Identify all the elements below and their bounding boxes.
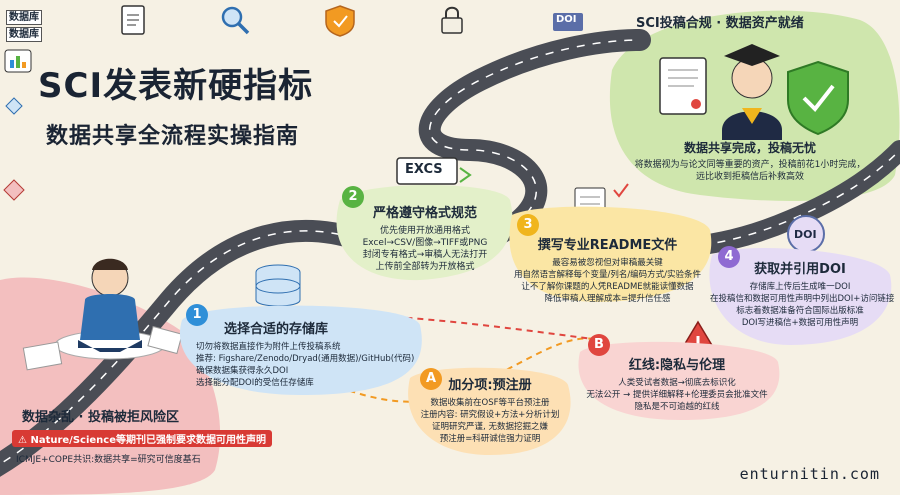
- success-heading: SCI投稿合规 · 数据资产就绪: [636, 16, 804, 31]
- doi-icon: [553, 13, 583, 31]
- card-bg-step2: [336, 185, 513, 281]
- stepA-line: 数据收集前在OSF等平台预注册: [430, 398, 550, 408]
- certificate-icon: [659, 57, 707, 115]
- search-icon: [221, 6, 250, 35]
- step1-card: 选择合适的存储库 切勿将数据直接作为附件上传投稿系统 推荐: Figshare/…: [196, 322, 416, 389]
- consensus-note: ICMJE+COPE共识:数据共享=研究可信度基石: [16, 455, 201, 465]
- graduate-figure: [722, 44, 782, 140]
- step3-line: 让不了解你课题的人凭README就能读懂数据: [521, 282, 694, 292]
- stepB-heading: 红线:隐私与伦理: [628, 358, 726, 373]
- step4-card: 获取并引用DOI 存储库上传后生成唯一DOI 在投稿信和数据可用性声明中列出DO…: [710, 262, 895, 329]
- step4-line: DOI写进稿信+数据可用性声明: [741, 318, 859, 328]
- excs-file-icon: [396, 157, 458, 185]
- step1-line: 切勿将数据直接作为附件上传投稿系统: [196, 342, 341, 352]
- step4-line: 存储库上传后生成唯一DOI: [749, 282, 851, 292]
- card-bg-step1: [179, 305, 422, 395]
- database-sticker: 数据库: [6, 10, 42, 25]
- risk-heading: 数据杂乱 · 投稿被拒风险区: [22, 410, 179, 425]
- step-number-2: 2: [342, 186, 364, 208]
- lock-icon: [441, 6, 463, 34]
- doi-badge-label: DOI: [794, 228, 817, 241]
- diamond-icon: [3, 179, 25, 201]
- step1-line: 确保数据集获得永久DOI: [196, 366, 289, 376]
- step3-card: 撰写专业README文件 最容易被忽视但对审稿最关键 用自然语言解释每个变量/列…: [510, 238, 705, 305]
- step3-line: 最容易被忽视但对审稿最关键: [552, 258, 663, 268]
- card-bg-step4: [709, 247, 892, 345]
- stepB-card: 红线:隐私与伦理 人类受试者数据→彻底去标识化 无法公开 → 提供详细解释+伦理…: [582, 358, 772, 413]
- diamond-icon: [5, 97, 23, 115]
- excs-icon-label: EXCS: [405, 162, 443, 177]
- warning-text: Nature/Science等期刊已强制要求数据可用性声明: [30, 435, 267, 446]
- step2-heading: 严格遵守格式规范: [372, 206, 477, 221]
- step-number-A: A: [420, 368, 442, 390]
- doi-icon-label: DOI: [556, 14, 577, 25]
- step2-card: 严格遵守格式规范 优先使用开放通用格式 Excel→CSV/图像→TIFF或PN…: [350, 206, 500, 273]
- step1-line: 选择能分配DOI的受信任存储库: [196, 378, 314, 388]
- stepB-line: 无法公开 → 提供详细解释+伦理委员会批准文件: [586, 390, 768, 400]
- stepA-heading: 加分项:预注册: [448, 378, 532, 393]
- card-bg-step3: [509, 206, 712, 302]
- chart-badge-icon: [4, 49, 32, 73]
- brand-watermark: enturnitin.com: [739, 465, 880, 483]
- step-number-3: 3: [517, 214, 539, 236]
- step3-line: 降低审稿人理解成本=提升信任感: [544, 294, 671, 304]
- page-subtitle: 数据共享全流程实操指南: [46, 124, 300, 149]
- warning-icon: ⚠: [18, 435, 31, 446]
- shield-icon: [325, 5, 355, 37]
- step1-line: 推荐: Figshare/Zenodo/Dryad(通用数据)/GitHub(代…: [196, 354, 415, 364]
- success-subheading: 数据共享完成，投稿无忧: [683, 141, 816, 155]
- step4-heading: 获取并引用DOI: [754, 262, 846, 277]
- success-line: 将数据视为与论文同等重要的资产，投稿前花1小时完成，: [634, 160, 866, 170]
- stepA-card: 加分项:预注册 数据收集前在OSF等平台预注册 注册内容: 研究假设+方法+分析…: [410, 378, 570, 445]
- success-card: 数据共享完成，投稿无忧 将数据视为与论文同等重要的资产，投稿前花1小时完成， 远…: [630, 140, 870, 183]
- step4-line: 标志着数据准备符合国际出版标准: [736, 306, 864, 316]
- database-sticker-stack: 数据库 数据库: [6, 10, 42, 44]
- step-number-4: 4: [718, 246, 740, 268]
- stepB-line: 人类受试者数据→彻底去标识化: [618, 378, 736, 388]
- stepA-line: 注册内容: 研究假设+方法+分析计划: [420, 410, 560, 420]
- success-line: 远比收到拒稿信后补救高效: [695, 172, 804, 182]
- road-center-line: [0, 39, 641, 465]
- page-title: SCI发表新硬指标: [38, 66, 314, 106]
- step2-line: 封闭专有格式→审稿人无法打开: [362, 250, 488, 260]
- card-bg-stepA: [408, 367, 571, 455]
- step3-line: 用自然语言解释每个变量/列名/编码方式/实验条件: [513, 270, 702, 280]
- step2-line: Excel→CSV/图像→TIFF或PNG: [362, 238, 488, 248]
- step2-line: 上传前全部转为开放格式: [375, 262, 475, 272]
- step4-line: 在投稿信和数据可用性声明中列出DOI+访问链接: [710, 294, 895, 304]
- check-shield-icon: [787, 60, 849, 136]
- card-bg-stepB: [578, 341, 780, 420]
- step3-heading: 撰写专业README文件: [537, 238, 678, 253]
- stepA-line: 证明研究严谨, 无数据挖掘之嫌: [432, 422, 548, 432]
- step2-line: 优先使用开放通用格式: [379, 226, 470, 236]
- redline-path: [209, 313, 601, 341]
- database-sticker: 数据库: [6, 27, 42, 42]
- warning-banner: ⚠ Nature/Science等期刊已强制要求数据可用性声明: [12, 430, 273, 447]
- stepB-line: 隐私是不可逾越的红线: [634, 402, 720, 412]
- optional-path: [219, 329, 601, 403]
- step-number-1: 1: [186, 304, 208, 326]
- stressed-researcher: [22, 258, 183, 371]
- document-icon: [121, 5, 145, 35]
- step1-heading: 选择合适的存储库: [224, 322, 329, 337]
- database-icon: [255, 264, 301, 307]
- stepA-line: 预注册=科研诚信强力证明: [439, 434, 541, 444]
- step-number-B: B: [588, 334, 610, 356]
